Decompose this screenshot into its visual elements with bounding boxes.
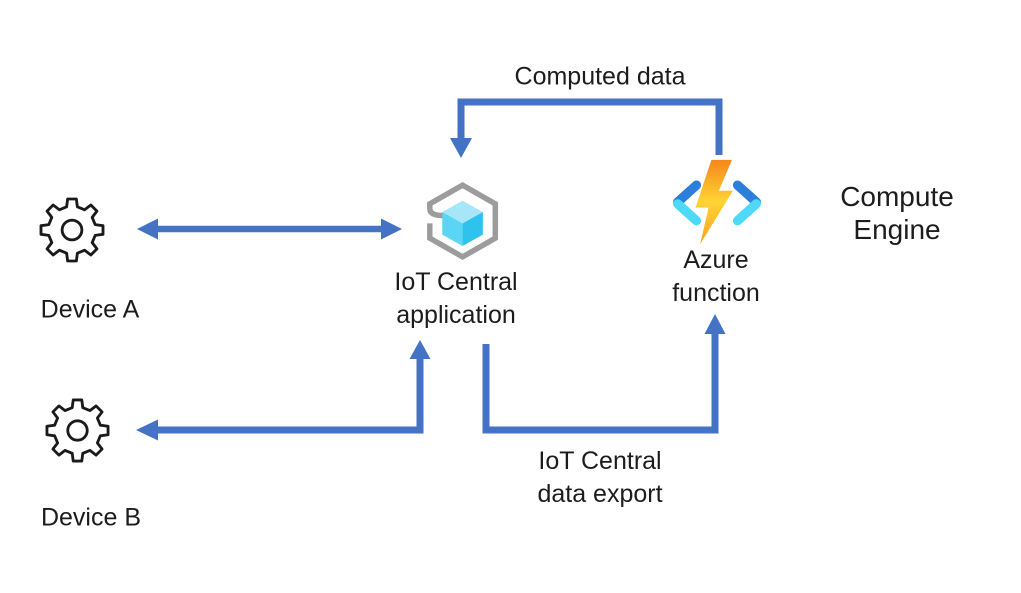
bracket-right-bottom bbox=[732, 199, 761, 226]
azure-function-label: Azure function bbox=[672, 246, 760, 307]
connector-device-b-line bbox=[157, 358, 424, 434]
iot-central-app-label: IoT Central application bbox=[394, 268, 518, 329]
iot-central-hexagon-cube-icon bbox=[427, 181, 499, 261]
gear-icon bbox=[45, 398, 110, 463]
device-a-label: Device A bbox=[40, 295, 140, 324]
bracket-left-top bbox=[673, 180, 702, 207]
cube-left-face bbox=[442, 212, 463, 246]
connector-data-export-line bbox=[482, 333, 719, 434]
connector-computed-data bbox=[450, 98, 723, 158]
arrowhead-down-icon bbox=[450, 138, 472, 158]
azure-function-icon bbox=[670, 159, 764, 245]
connector-device-b bbox=[136, 340, 431, 441]
azure-functions-lightning-icon bbox=[673, 159, 761, 245]
computed-data-label: Computed data bbox=[514, 62, 686, 91]
data-export-label: IoT Central data export bbox=[537, 447, 663, 508]
gear-icon bbox=[39, 197, 105, 263]
iot-central-icon bbox=[422, 180, 500, 262]
device-a-node bbox=[38, 196, 106, 264]
arrowhead-right-icon bbox=[381, 218, 402, 240]
bracket-right-top bbox=[732, 180, 761, 207]
device-b-label: Device B bbox=[40, 503, 142, 532]
compute-engine-label: Compute Engine bbox=[840, 181, 954, 245]
arrowhead-left-icon bbox=[136, 419, 158, 441]
arrowhead-left-icon bbox=[137, 218, 158, 240]
connector-device-a-bidirectional bbox=[137, 218, 402, 240]
device-b-node bbox=[44, 397, 111, 464]
arrowhead-up-icon bbox=[704, 314, 726, 334]
bracket-left-bottom bbox=[673, 199, 702, 226]
connector-data-export bbox=[482, 314, 726, 434]
connector-computed-data-line bbox=[457, 98, 723, 155]
arrowhead-up-icon bbox=[409, 340, 431, 359]
cube-right-face bbox=[462, 212, 483, 246]
lightning-bolt bbox=[695, 159, 733, 245]
